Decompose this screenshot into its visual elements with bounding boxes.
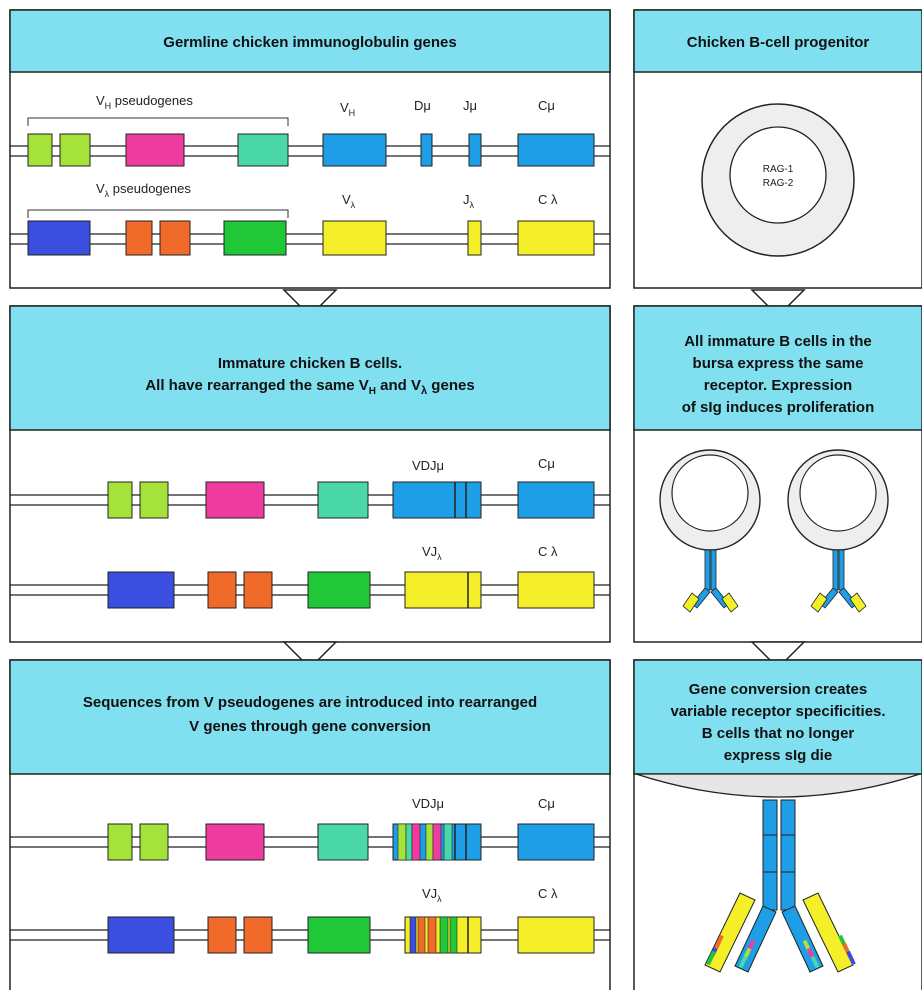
diversity-title-line4: express sIg die <box>724 747 832 764</box>
vh-gene <box>322 133 387 167</box>
immature-b-cell-1 <box>659 449 761 613</box>
progenitor-header <box>633 9 922 73</box>
immature-vl-pseudogene-green <box>307 571 371 609</box>
immature-title-line2: All have rearranged the same VH and Vλ g… <box>145 377 474 397</box>
conversion-vh-pseudogene-magenta <box>205 823 265 861</box>
vl-gene <box>322 220 387 256</box>
vh-pseudogene-lime-1 <box>27 133 53 167</box>
immature-b-cell-2 <box>787 449 889 613</box>
immature-vh-pseudogene-lime-2 <box>139 481 169 519</box>
conversion-vl-pseudogene-green <box>307 916 371 954</box>
bursa-title-line1: All immature B cells in the <box>684 333 872 350</box>
conversion-vl-pseudogene-orange-1 <box>207 916 237 954</box>
conversion-c-lambda-segment <box>517 916 595 954</box>
vl-pseudogene-orange-2 <box>159 220 191 256</box>
conversion-header <box>9 659 611 775</box>
diversified-receptor <box>704 799 856 973</box>
vl-pseudogene-orange-1 <box>125 220 153 256</box>
bursa-title-line3: receptor. Expression <box>704 377 852 394</box>
c-mu-label: Cμ <box>538 98 555 113</box>
conversion-vh-pseudogene-lime-1 <box>107 823 133 861</box>
c-lambda-label: C λ <box>538 192 558 207</box>
rag1-label: RAG-1 <box>763 164 794 175</box>
immature-vl-pseudogene-blue <box>107 571 175 609</box>
diversity-title-line2: variable receptor specificities. <box>670 703 885 720</box>
progenitor-title: Chicken B-cell progenitor <box>687 34 870 51</box>
immature-title-line1: Immature chicken B cells. <box>218 355 402 372</box>
b-cell-membrane <box>635 773 921 798</box>
immature-header <box>9 305 611 431</box>
immature-vh-pseudogene-lime-1 <box>107 481 133 519</box>
vl-pseudogenes-label: Vλ pseudogenes <box>96 181 191 199</box>
immature-vj-lambda-gene <box>404 571 482 609</box>
j-lambda-label: Jλ <box>463 192 475 210</box>
conversion-vh-pseudogene-aqua <box>317 823 369 861</box>
vl-pseudogene-blue <box>27 220 91 256</box>
vh-pseudogene-aqua <box>237 133 289 167</box>
germline-title: Germline chicken immunoglobulin genes <box>163 34 456 51</box>
immature-c-lambda-segment <box>517 571 595 609</box>
conversion-vj-lambda-gene <box>404 916 482 954</box>
bursa-title-line4: of sIg induces proliferation <box>682 399 875 416</box>
conversion-title-line2: V genes through gene conversion <box>189 718 431 735</box>
down-arrow-1 <box>282 289 338 318</box>
vl-label: Vλ <box>342 192 356 210</box>
immature-panel: Immature chicken B cells. All have rearr… <box>9 305 611 643</box>
conversion-panel: Sequences from V pseudogenes are introdu… <box>9 659 611 990</box>
conversion-vh-pseudogene-lime-2 <box>139 823 169 861</box>
progenitor-nucleus <box>729 126 827 224</box>
conversion-c-mu-segment <box>517 823 595 861</box>
immature-vh-pseudogene-magenta <box>205 481 265 519</box>
bursa-title-line2: bursa express the same <box>693 355 864 372</box>
j-mu-label: Jμ <box>463 98 477 113</box>
vl-pseudogene-green <box>223 220 287 256</box>
c-lambda-segment <box>517 220 595 256</box>
immature-c-mu-segment <box>517 481 595 519</box>
conversion-c-mu-label: Cμ <box>538 796 555 811</box>
germline-header <box>9 9 611 73</box>
bursa-header <box>633 305 922 431</box>
immature-vl-pseudogene-orange-2 <box>243 571 273 609</box>
diversity-title-line1: Gene conversion creates <box>689 681 867 698</box>
immature-c-mu-label: Cμ <box>538 456 555 471</box>
immature-vl-pseudogene-orange-1 <box>207 571 237 609</box>
j-mu-segment <box>468 133 482 167</box>
immature-vdj-mu-gene <box>392 481 482 519</box>
right-down-arrow-2 <box>750 641 806 670</box>
conversion-c-lambda-label: C λ <box>538 886 558 901</box>
vl-pseudogenes-bracket <box>27 209 289 218</box>
bursa-panel: All immature B cells in the bursa expres… <box>633 305 922 643</box>
immature-vh-pseudogene-aqua <box>317 481 369 519</box>
immature-c-lambda-label: C λ <box>538 544 558 559</box>
rag2-label: RAG-2 <box>763 178 794 189</box>
vh-pseudogenes-bracket <box>27 117 289 126</box>
j-lambda-segment <box>467 220 482 256</box>
diversity-title-line3: B cells that no longer <box>702 725 855 742</box>
down-arrow-2 <box>282 641 338 670</box>
conversion-vj-lambda-label: VJλ <box>422 886 442 904</box>
vh-label: VH <box>340 100 355 118</box>
right-down-arrow-1 <box>750 289 806 318</box>
diversity-panel: Gene conversion creates variable recepto… <box>633 659 922 990</box>
d-mu-label: Dμ <box>414 98 431 113</box>
diversity-header <box>633 659 922 775</box>
conversion-vdj-mu-label: VDJμ <box>412 796 444 811</box>
progenitor-panel: Chicken B-cell progenitor RAG-1 RAG-2 <box>633 9 922 289</box>
d-mu-segment <box>420 133 433 167</box>
immature-vdj-mu-label: VDJμ <box>412 458 444 473</box>
conversion-vl-pseudogene-orange-2 <box>243 916 273 954</box>
c-mu-segment <box>517 133 595 167</box>
vh-pseudogene-lime-2 <box>59 133 91 167</box>
conversion-vl-pseudogene-blue <box>107 916 175 954</box>
vh-pseudogene-magenta <box>125 133 185 167</box>
conversion-title-line1: Sequences from V pseudogenes are introdu… <box>83 694 537 711</box>
germline-panel: Germline chicken immunoglobulin genes VH… <box>9 9 611 289</box>
vh-pseudogenes-label: VH pseudogenes <box>96 93 193 111</box>
immature-vj-lambda-label: VJλ <box>422 544 442 562</box>
conversion-vdj-mu-gene <box>392 823 482 861</box>
